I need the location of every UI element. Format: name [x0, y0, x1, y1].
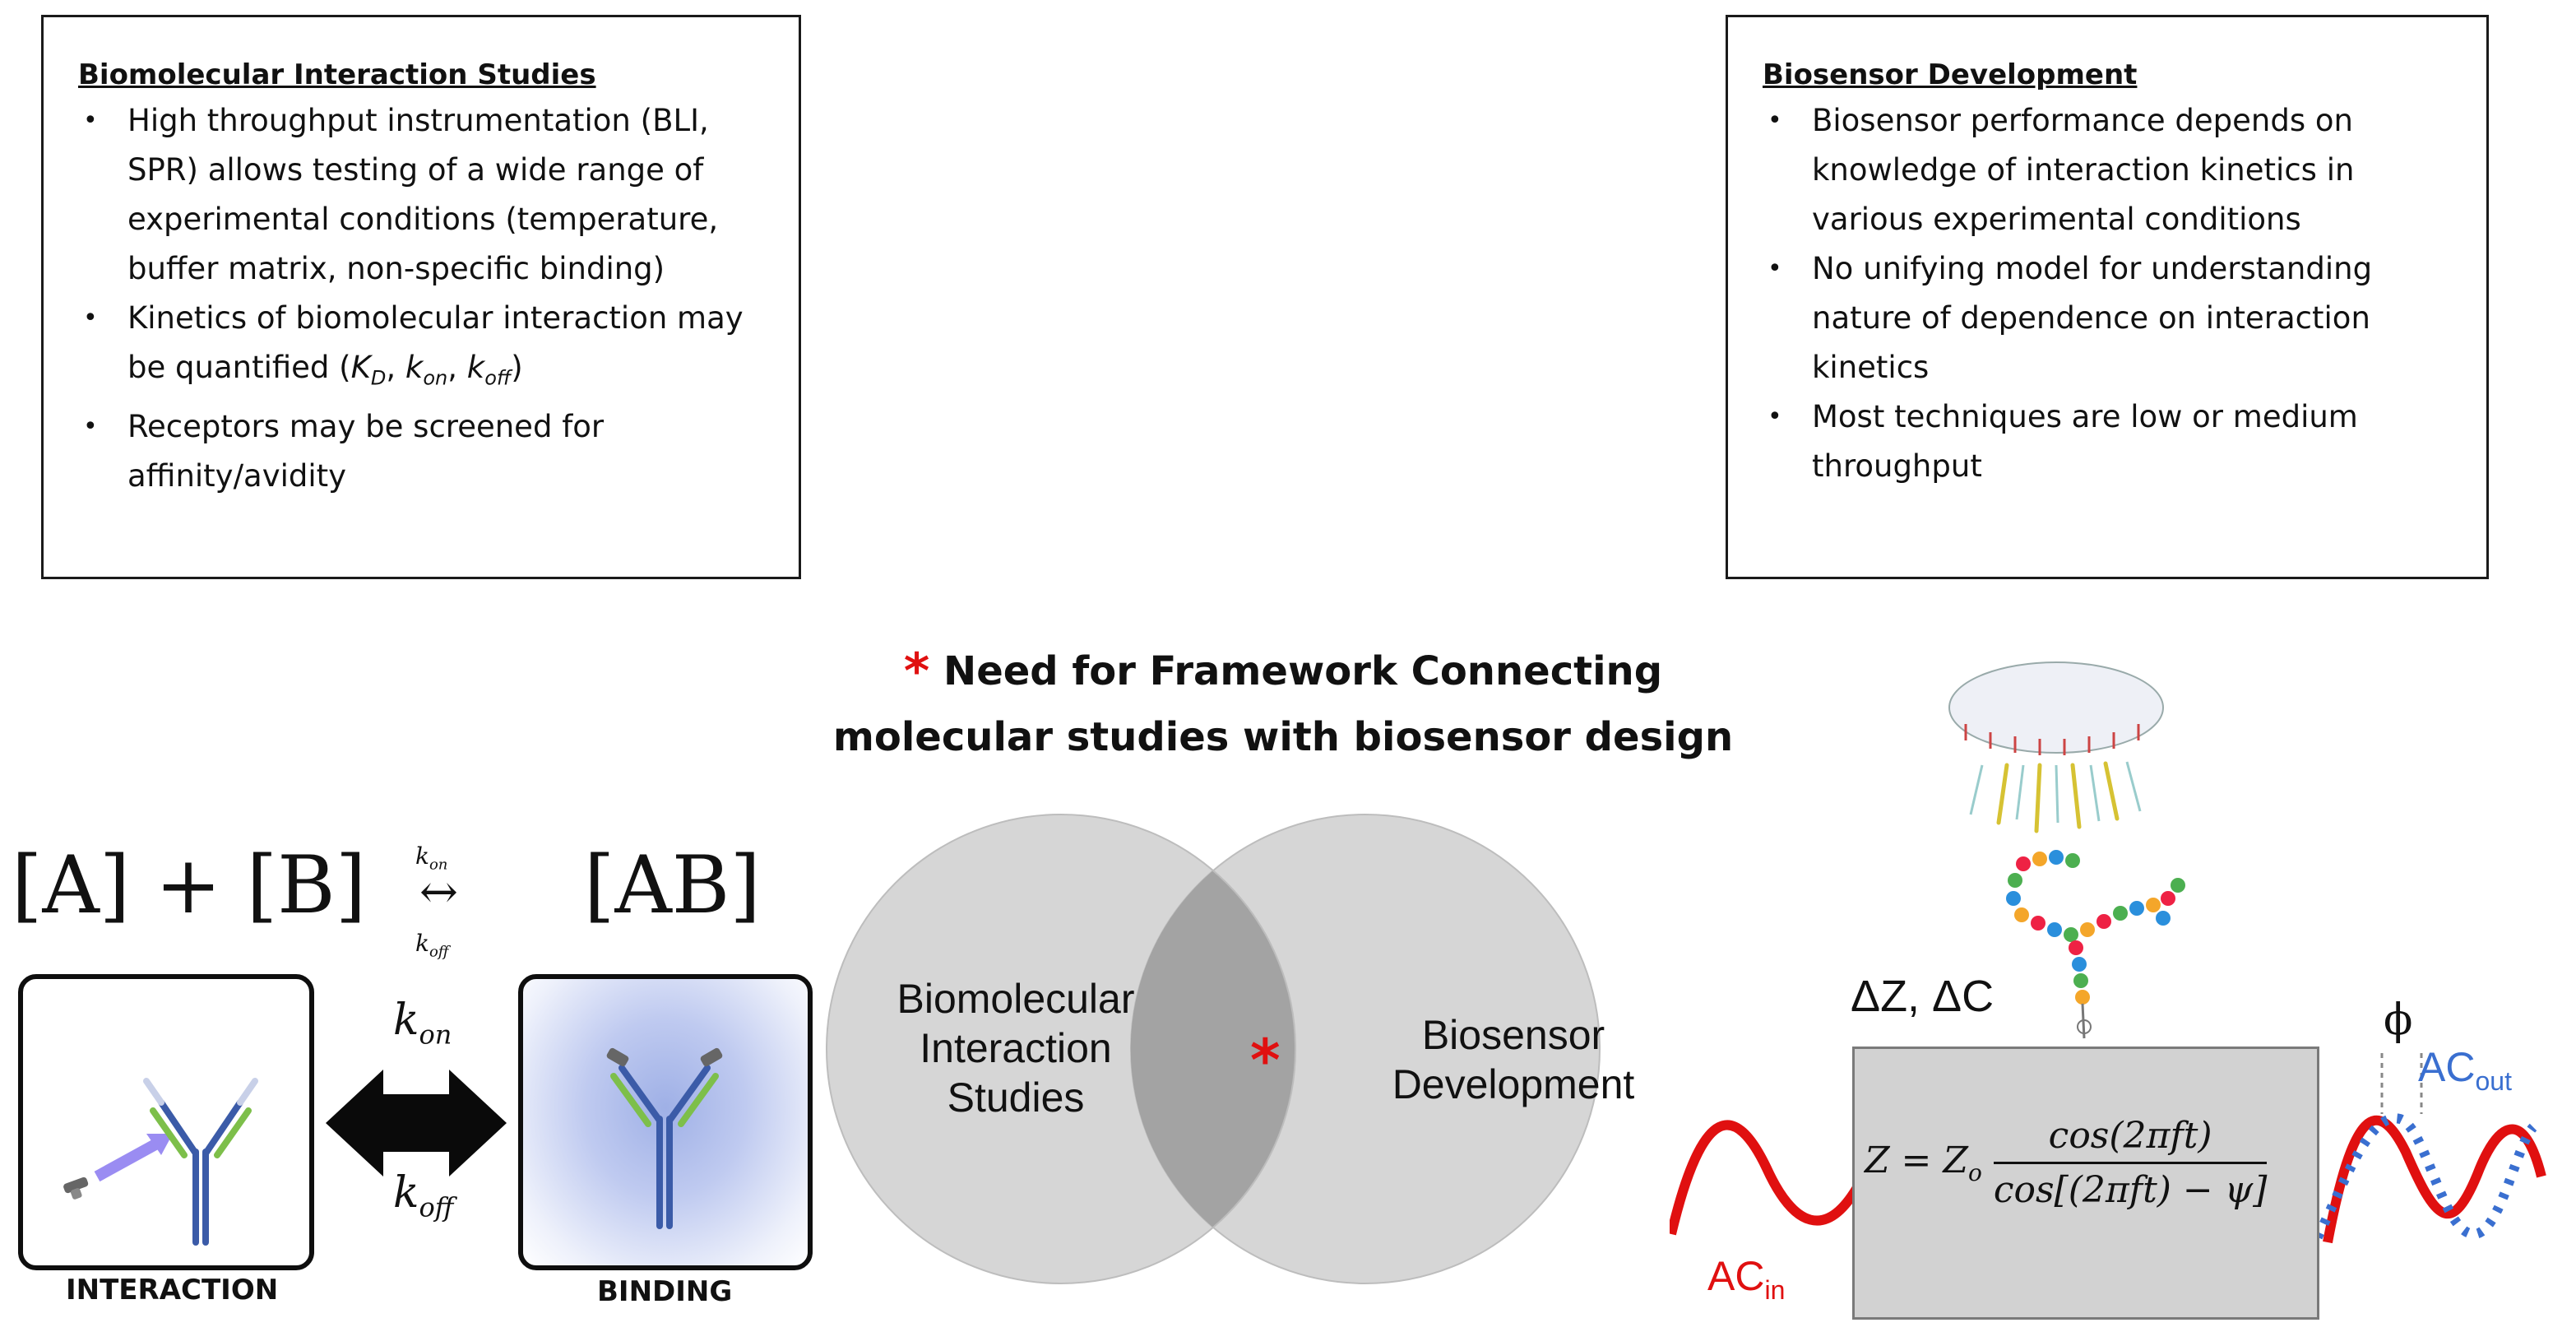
interaction-caption: INTERACTION: [66, 1274, 279, 1306]
left-bullet-1: High throughput instrumentation (BLI, SP…: [83, 96, 766, 294]
right-bullet-3: Most techniques are low or medium throug…: [1768, 392, 2453, 491]
right-bullet-2: No unifying model for understanding natu…: [1768, 244, 2453, 392]
venn-left-label: Biomolecular Interaction Studies: [897, 976, 1135, 1121]
ac-signal-waves: [1670, 1053, 2546, 1253]
equilibrium-arrow: ↔: [419, 866, 458, 919]
kd-symbol: KD: [350, 350, 387, 390]
double-arrow-icon: [326, 1070, 507, 1177]
koff-label-sub: off: [419, 1191, 454, 1223]
right-info-box: Biosensor Development Biosensor performa…: [1726, 15, 2489, 579]
koff-label: koff: [393, 1168, 454, 1223]
kon-label-sub: on: [419, 1019, 452, 1051]
formula-fraction: cos(2πft) cos[(2πft) − ψ]: [1993, 1115, 2268, 1211]
binding-panel: [518, 974, 813, 1270]
antibody-approach-icon: [63, 1078, 258, 1246]
venn-diagram: [826, 814, 1601, 1284]
formula-numerator: cos(2πft): [1993, 1115, 2268, 1164]
venn-right-label: Biosensor Development: [1392, 1012, 1635, 1107]
heading-line-1: Need for Framework Connecting: [943, 648, 1663, 694]
venn-center-asterisk: *: [1250, 1027, 1281, 1094]
equation-kon: kon: [415, 842, 448, 874]
left-box-title: Biomolecular Interaction Studies: [78, 58, 596, 91]
eq-koff-sub: off: [429, 943, 449, 961]
framework-heading: * Need for Framework Connecting molecula…: [790, 638, 1777, 770]
kon-symbol: kon: [405, 350, 448, 390]
formula-denominator: cos[(2πft) − ψ]: [1993, 1169, 2268, 1211]
right-box-list: Biosensor performance depends on knowled…: [1763, 96, 2453, 491]
heading-line-2: molecular studies with biosensor design: [832, 714, 1734, 760]
delta-z-delta-c-label: ΔZ, ΔC: [1851, 972, 1995, 1021]
equation-reactants: [A] + [B]: [12, 839, 367, 931]
eq-kon-sub: on: [429, 856, 448, 874]
phase-phi-label: ϕ: [2384, 996, 2413, 1045]
right-bullet-1: Biosensor performance depends on knowled…: [1768, 96, 2453, 244]
red-asterisk: *: [903, 643, 930, 700]
binding-caption: BINDING: [597, 1275, 733, 1308]
impedance-formula: Z = Zo cos(2πft) cos[(2πft) − ψ]: [1865, 1115, 2268, 1211]
equation-koff: koff: [415, 930, 449, 961]
kon-label: kon: [393, 996, 452, 1051]
koff-symbol: koff: [466, 350, 512, 390]
left-bullet-2-text: Kinetics of biomolecular interaction may…: [127, 300, 744, 385]
left-info-box: Biomolecular Interaction Studies High th…: [41, 15, 801, 579]
ac-out-label: ACout: [2418, 1044, 2512, 1096]
ac-in-label: ACin: [1707, 1253, 1786, 1305]
right-box-title: Biosensor Development: [1763, 58, 2138, 91]
biosensor-surface-graphic: [1948, 661, 2185, 1039]
left-box-list: High throughput instrumentation (BLI, SP…: [78, 96, 766, 501]
antibody-bound-icon: [606, 1047, 723, 1229]
interaction-panel: [18, 974, 314, 1270]
left-bullet-3: Receptors may be screened for affinity/a…: [83, 402, 766, 501]
left-bullet-2: Kinetics of biomolecular interaction may…: [83, 294, 766, 402]
impedance-formula-box: Z = Zo cos(2πft) cos[(2πft) − ψ]: [1852, 1047, 2319, 1320]
equation-product: [AB]: [584, 839, 761, 931]
